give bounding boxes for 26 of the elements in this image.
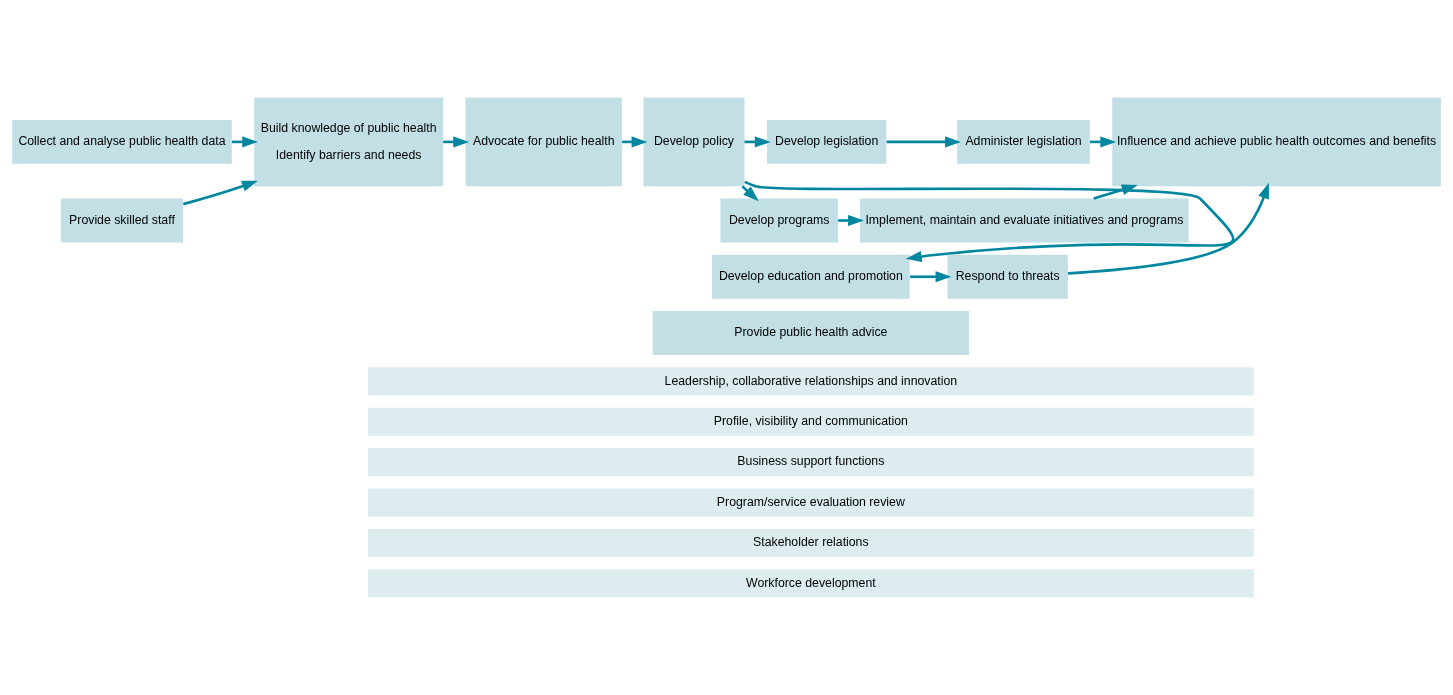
node-box: Program/service evaluation review	[368, 488, 1254, 517]
node-box: Business support functions	[368, 448, 1254, 477]
node-box: Develop education and promotion	[712, 254, 910, 299]
node-box: Develop programs	[720, 198, 839, 243]
arrow	[886, 136, 961, 148]
node-box: Implement, maintain and evaluate initiatives and programs	[860, 198, 1189, 243]
node-box: Develop legislation	[766, 119, 887, 164]
node-box: Provide public health advice	[652, 311, 969, 355]
arrow	[838, 214, 864, 227]
node-box: Build knowledge of public health Identify barriers and needs	[254, 97, 444, 187]
arrow	[1093, 184, 1138, 200]
node-box: Stakeholder relations	[368, 528, 1254, 558]
node-box: Leadership, collaborative relationships and innovation	[368, 367, 1254, 396]
node-box: Advocate for public health	[465, 97, 622, 187]
node-box: Administer legislation	[957, 119, 1090, 164]
node-box: Provide skilled staff	[60, 198, 184, 243]
node-box: Profile, visibility and communication	[368, 407, 1254, 436]
arrow	[744, 180, 1233, 263]
arrow	[182, 180, 258, 206]
arrow	[910, 271, 952, 283]
node-box: Develop policy	[643, 97, 745, 187]
arrow	[1067, 182, 1269, 275]
node-box: Influence and achieve public health outcomes and benefits	[1112, 97, 1441, 187]
node-box: Workforce development	[368, 569, 1254, 598]
node-box: Respond to threats	[947, 254, 1068, 299]
node-box: Collect and analyse public health data	[12, 119, 232, 164]
